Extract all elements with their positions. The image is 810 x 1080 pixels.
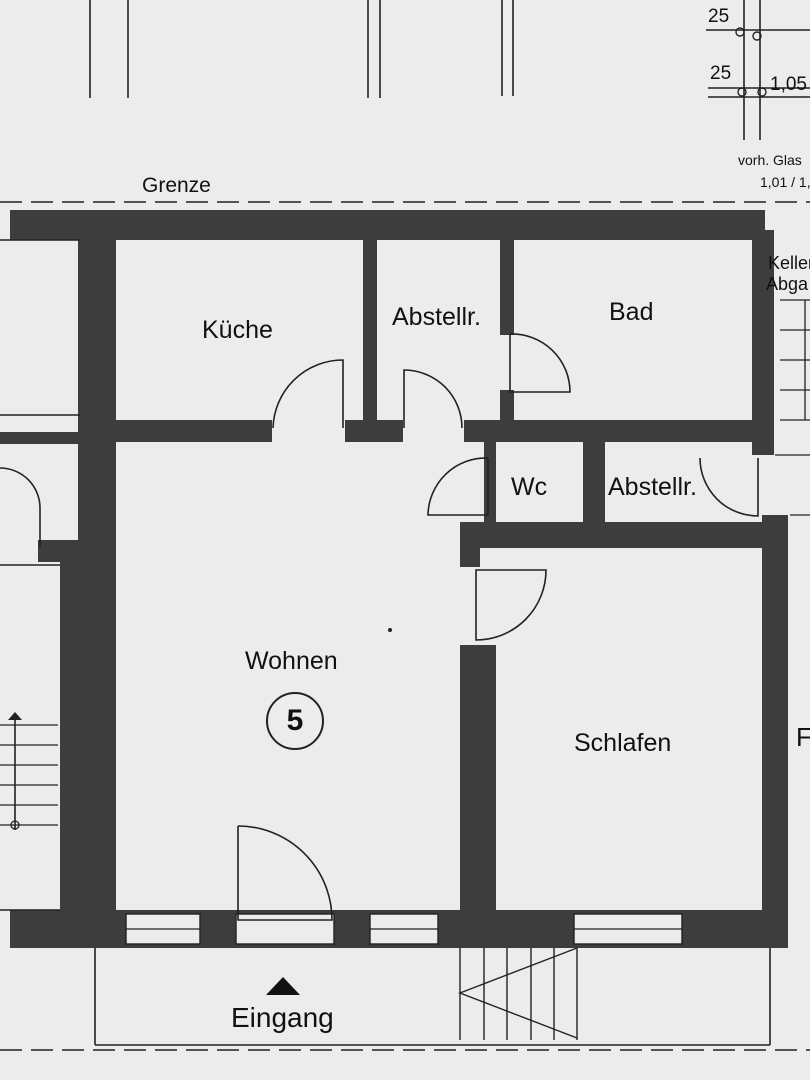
note-vorh-glas: vorh. Glas	[738, 152, 802, 168]
entrance-area	[0, 948, 810, 1051]
dimension-1-05: 1,05	[770, 74, 807, 95]
label-wohnen: Wohnen	[245, 647, 338, 675]
unit-number-badge: 5	[266, 692, 324, 750]
label-abstellraum-mid: Abstellr.	[608, 473, 697, 501]
dimension-25-top: 25	[708, 6, 730, 27]
label-kueche: Küche	[202, 316, 273, 344]
entrance-steps	[458, 947, 578, 1040]
note-dimension: 1,01 / 1,	[760, 174, 810, 190]
walls	[0, 210, 788, 948]
entrance-arrow	[266, 977, 300, 995]
label-eingang: Eingang	[231, 1002, 334, 1033]
label-bad: Bad	[609, 298, 654, 326]
left-stair-arrow	[8, 712, 22, 720]
dimension-25-second: 25	[710, 63, 732, 84]
label-abga: Abga	[766, 274, 809, 294]
label-grenze: Grenze	[142, 174, 211, 197]
label-keller: Keller	[768, 253, 810, 273]
left-stairs	[0, 724, 58, 826]
label-schlafen: Schlafen	[574, 729, 672, 757]
left-neighbor	[0, 239, 80, 911]
label-edge-f: F	[796, 722, 810, 752]
door-swings	[0, 333, 759, 921]
label-abstellraum-top: Abstellr.	[392, 303, 481, 331]
label-wc: Wc	[511, 473, 548, 501]
dimension-ticks	[735, 27, 767, 97]
right-stairs	[775, 299, 810, 516]
top-lines	[89, 0, 810, 140]
